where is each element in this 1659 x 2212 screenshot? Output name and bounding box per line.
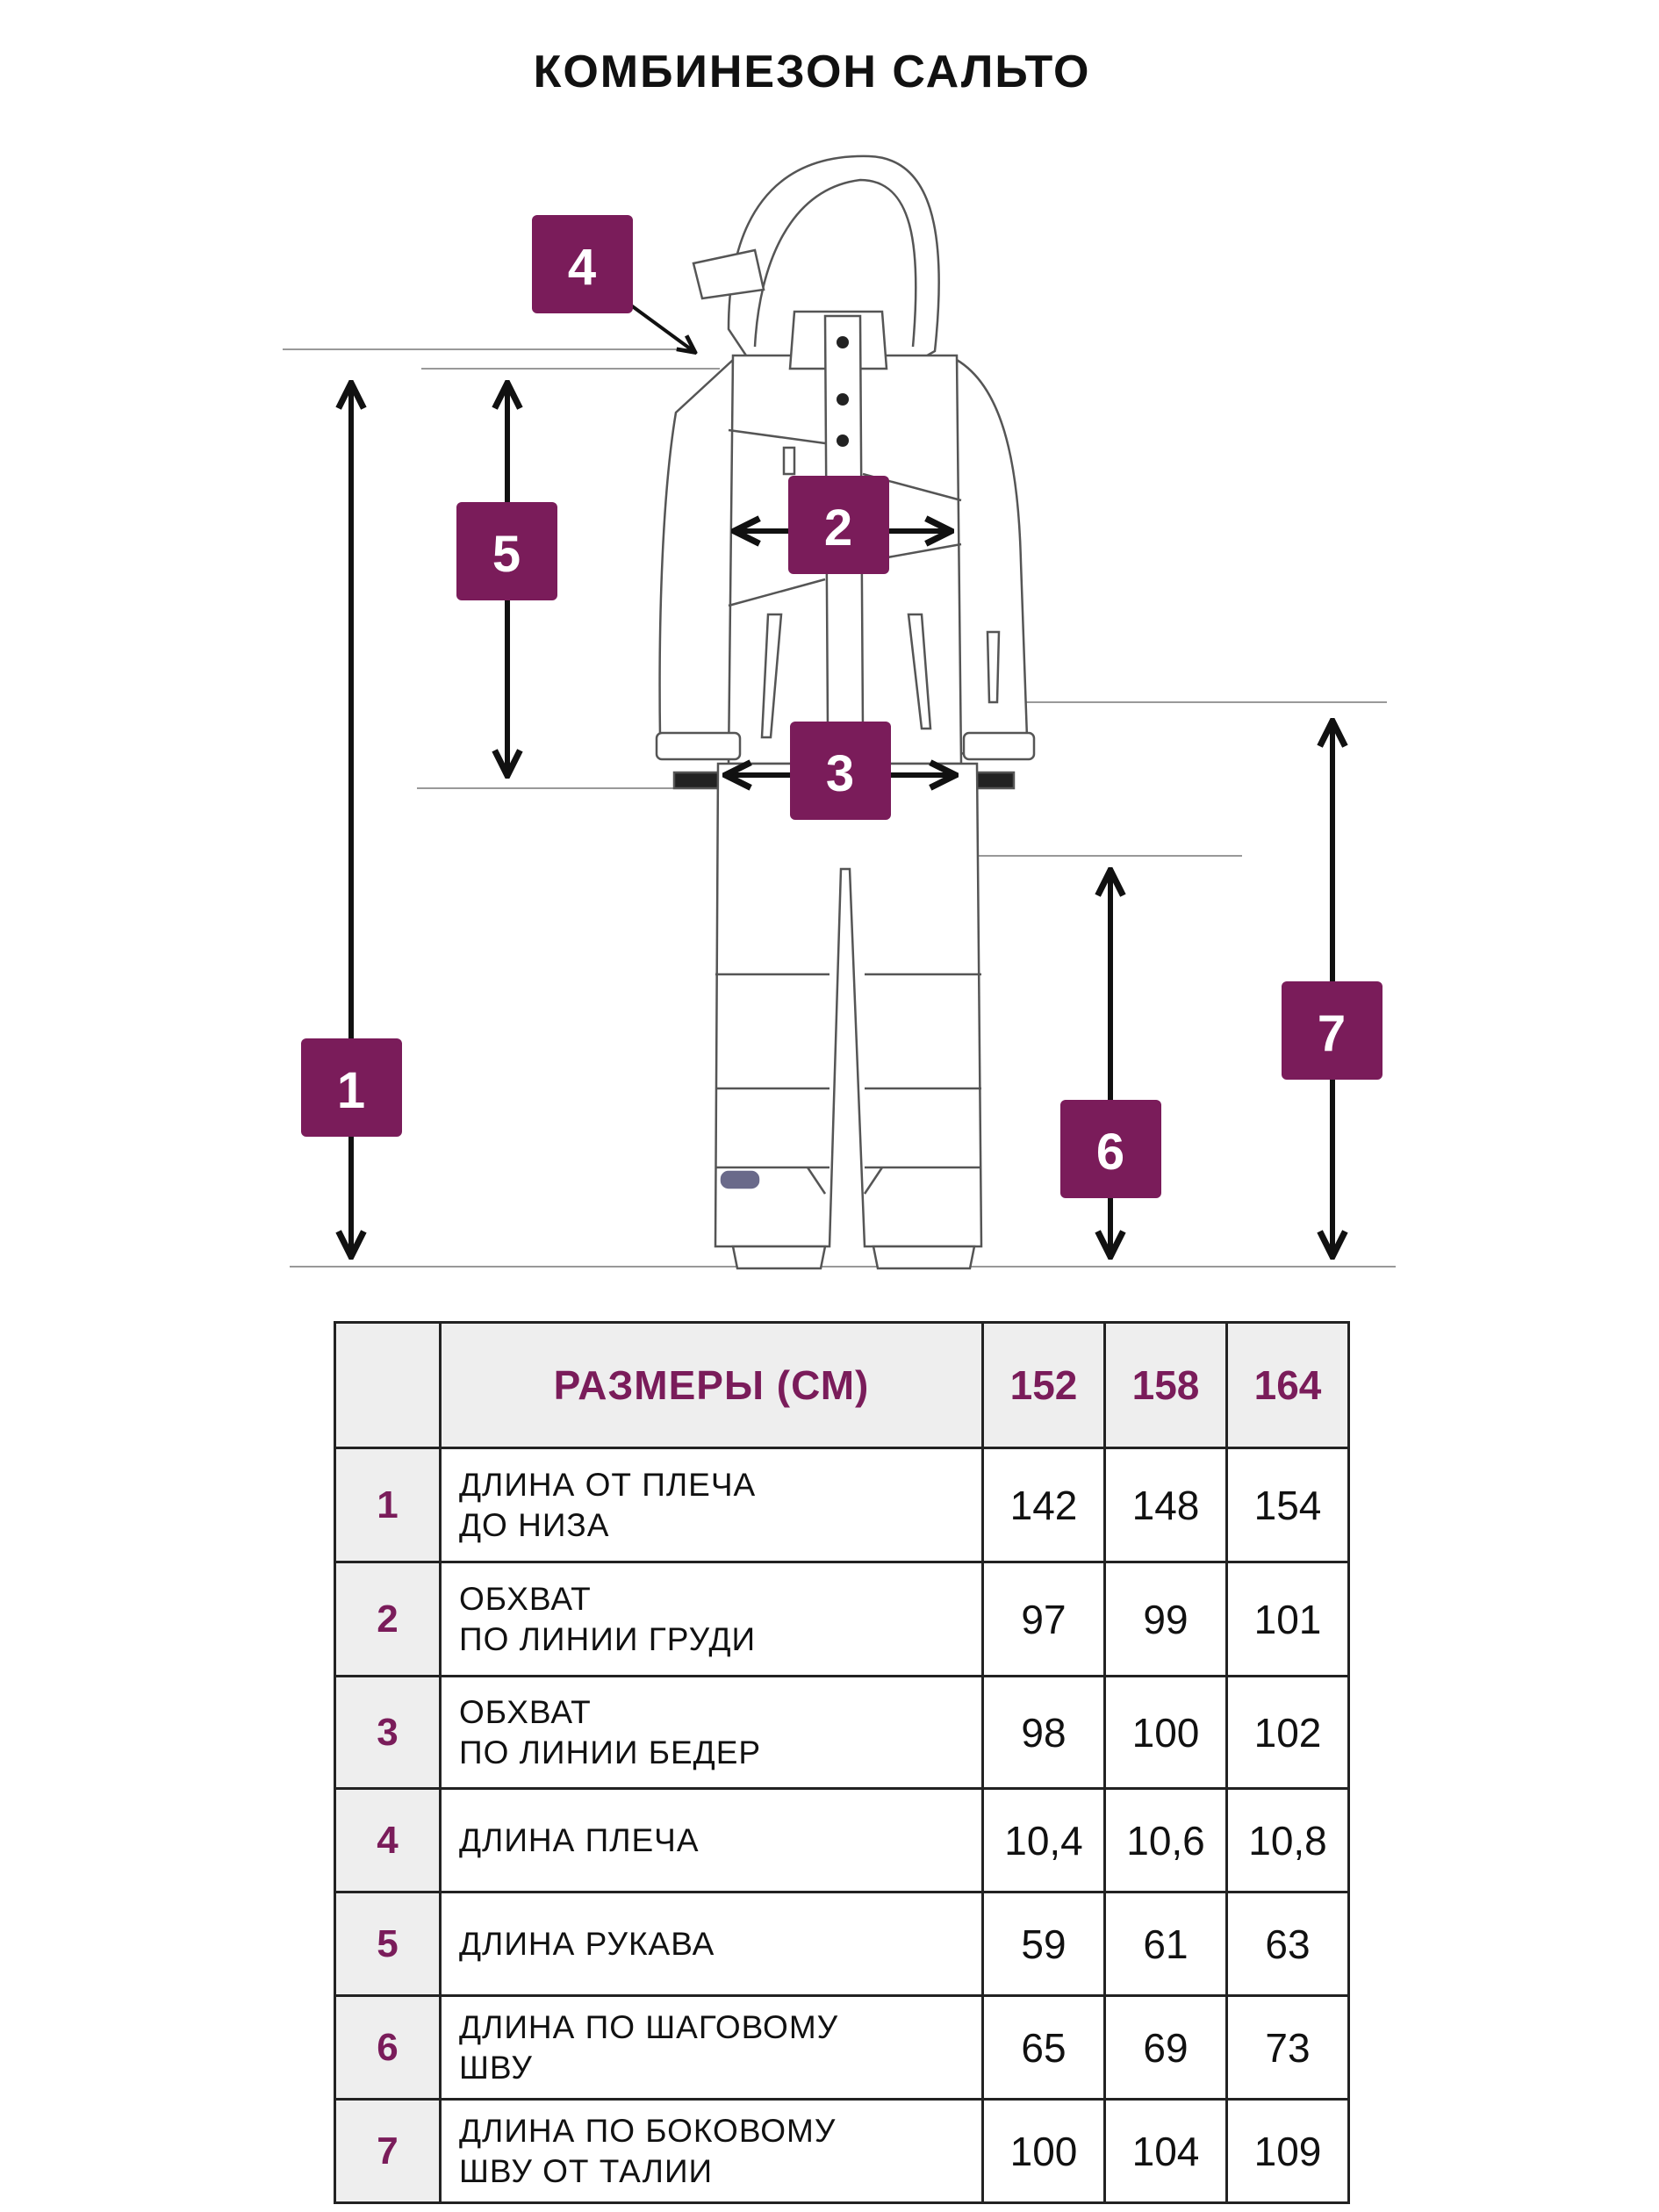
row-number: 3 (334, 1675, 442, 1790)
row-value: 109 (1225, 2098, 1350, 2204)
row-number: 4 (334, 1787, 442, 1893)
badge-5: 5 (456, 502, 557, 600)
table-row: 4 ДЛИНА ПЛЕЧА 10,4 10,6 10,8 (334, 1787, 1350, 1893)
buttons (837, 336, 849, 447)
row-label: ОБХВАТ ПО ЛИНИИ БЕДЕР (439, 1675, 984, 1790)
row-value: 61 (1103, 1891, 1228, 1997)
row-label: ДЛИНА РУКАВА (439, 1891, 984, 1997)
jumpsuit-drawing (655, 154, 1036, 1270)
svg-text:5: 5 (492, 526, 521, 583)
svg-text:1: 1 (337, 1062, 365, 1119)
table-row: 6 ДЛИНА ПО ШАГОВОМУ ШВУ 65 69 73 (334, 1994, 1350, 2101)
row-value: 98 (981, 1675, 1106, 1790)
row-value: 69 (1103, 1994, 1228, 2101)
table-row: 1 ДЛИНА ОТ ПЛЕЧА ДО НИЗА 142 148 154 (334, 1447, 1350, 1563)
size-header-158: 158 (1103, 1321, 1228, 1449)
badge-2: 2 (788, 476, 889, 574)
badge-6: 6 (1060, 1100, 1161, 1198)
row-value: 148 (1103, 1447, 1228, 1563)
table-row: 2 ОБХВАТ ПО ЛИНИИ ГРУДИ 97 99 101 (334, 1561, 1350, 1677)
badge-4: 4 (532, 215, 633, 313)
svg-text:7: 7 (1318, 1005, 1346, 1062)
badge-7: 7 (1282, 981, 1382, 1080)
size-header-152: 152 (981, 1321, 1106, 1449)
row-value: 102 (1225, 1675, 1350, 1790)
row-value: 97 (981, 1561, 1106, 1677)
table-row: 5 ДЛИНА РУКАВА 59 61 63 (334, 1891, 1350, 1997)
row-value: 65 (981, 1994, 1106, 2101)
row-label: ДЛИНА ОТ ПЛЕЧА ДО НИЗА (439, 1447, 984, 1563)
row-number: 7 (334, 2098, 442, 2204)
row-label: ОБХВАТ ПО ЛИНИИ ГРУДИ (439, 1561, 984, 1677)
row-value: 104 (1103, 2098, 1228, 2204)
row-label: ДЛИНА ПЛЕЧА (439, 1787, 984, 1893)
row-value: 154 (1225, 1447, 1350, 1563)
row-value: 100 (1103, 1675, 1228, 1790)
garment-measurement-diagram: 1 2 3 4 5 6 7 (283, 154, 1396, 1270)
header-corner (334, 1321, 442, 1449)
row-value: 10,4 (981, 1787, 1106, 1893)
badge-3: 3 (790, 722, 891, 820)
size-table-header: РАЗМЕРЫ (СМ) 152 158 164 (334, 1321, 1350, 1449)
row-value: 73 (1225, 1994, 1350, 2101)
sizes-header: РАЗМЕРЫ (СМ) (439, 1321, 984, 1449)
row-number: 6 (334, 1994, 442, 2101)
page-title: КОМБИНЕЗОН САЛЬТО (533, 47, 1091, 97)
row-value: 100 (981, 2098, 1106, 2204)
size-header-164: 164 (1225, 1321, 1350, 1449)
arrow-4 (626, 301, 693, 351)
size-table: РАЗМЕРЫ (СМ) 152 158 164 1 ДЛИНА ОТ ПЛЕЧ… (334, 1321, 1350, 2204)
svg-text:6: 6 (1096, 1124, 1124, 1181)
row-label: ДЛИНА ПО ШАГОВОМУ ШВУ (439, 1994, 984, 2101)
svg-text:2: 2 (824, 499, 852, 557)
row-label: ДЛИНА ПО БОКОВОМУ ШВУ ОТ ТАЛИИ (439, 2098, 984, 2204)
row-number: 2 (334, 1561, 442, 1677)
svg-text:3: 3 (826, 745, 854, 802)
row-number: 5 (334, 1891, 442, 1997)
table-row: 3 ОБХВАТ ПО ЛИНИИ БЕДЕР 98 100 102 (334, 1675, 1350, 1790)
svg-text:4: 4 (568, 239, 596, 296)
row-value: 142 (981, 1447, 1106, 1563)
row-value: 63 (1225, 1891, 1350, 1997)
row-value: 99 (1103, 1561, 1228, 1677)
table-row: 7 ДЛИНА ПО БОКОВОМУ ШВУ ОТ ТАЛИИ 100 104… (334, 2098, 1350, 2204)
row-value: 10,8 (1225, 1787, 1350, 1893)
row-value: 10,6 (1103, 1787, 1228, 1893)
badge-1: 1 (301, 1038, 402, 1137)
row-value: 101 (1225, 1561, 1350, 1677)
row-number: 1 (334, 1447, 442, 1563)
row-value: 59 (981, 1891, 1106, 1997)
